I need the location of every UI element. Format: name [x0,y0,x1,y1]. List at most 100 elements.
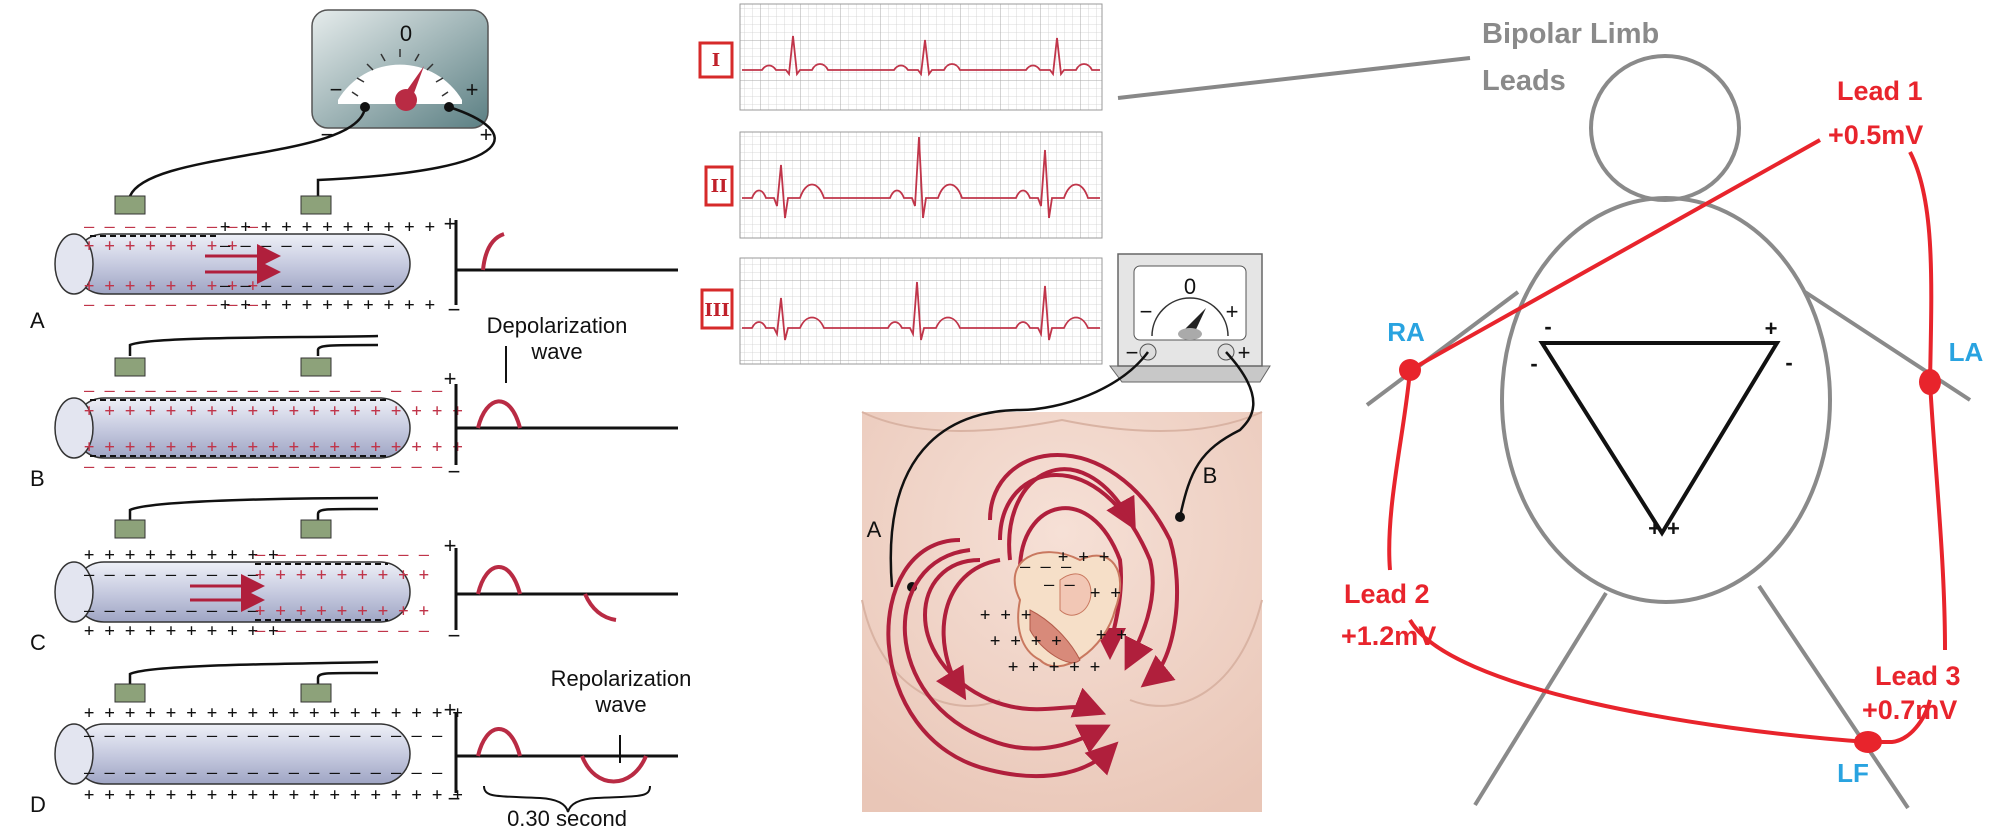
chest-lead-a: A [867,517,882,542]
svg-text:— — — — — — — — —: — — — — — — — — — [84,565,259,585]
svg-text:— — — — — — — — — — — — — — —: — — — — — — — — — — — — — — — — — — [84,381,443,401]
triangle-sign-top-right: + [1765,316,1778,341]
lead3-value: +0.7mV [1862,695,1957,725]
graph-a-plus: + [444,211,457,236]
graph-b-plus: + [444,366,457,391]
triangle-sign-top-left: - [1544,314,1551,339]
svg-text:— — — — — — — — —: — — — — — — — — — [255,545,430,565]
lead2-value: +1.2mV [1341,621,1436,651]
graph-b: + − Depolarization wave [444,313,678,484]
depolarization-label: Depolarization [487,313,628,338]
graph-c-plus: + [444,533,457,558]
meter-plus-label: + [466,77,479,102]
graph-b-minus: − [448,459,461,484]
fiber-row-c: + + + + + + + + + + — — — — — — — — — — … [30,496,430,655]
ra-label: RA [1387,317,1425,347]
lead-box-i: I [698,41,734,79]
svg-text:+ + + + +: + + + + + [1008,657,1100,677]
svg-text:+ + + + + + + + + + + + + + +: + + + + + + + + + + + + + + + + + + + [84,785,463,805]
svg-text:II: II [711,176,728,197]
ecg-trace-i [742,35,1100,77]
svg-text:— — — — — — — — —: — — — — — — — — — [220,236,395,256]
svg-text:— — — — — — — — —: — — — — — — — — — [84,601,259,621]
current-flow-arrows [886,453,1180,779]
svg-text:+ + + + + + + + +: + + + + + + + + + [255,565,429,585]
repolarization-wave-label: wave [594,692,646,717]
chest-meter-plus: + [1226,299,1239,324]
svg-text:— —: — — [1044,575,1075,595]
svg-text:+ + + + + + + + + +: + + + + + + + + + + [84,621,278,641]
row-letter-d: D [30,792,46,817]
ecg-strips: I II III [698,3,1103,365]
graph-d: + − Repolarization wave 0.30 second [444,666,692,831]
chest-lead-b: B [1203,463,1218,488]
svg-text:I: I [712,50,720,71]
lead-box-ii: II [704,165,734,207]
chest-meter-zero: 0 [1184,274,1196,299]
svg-text:+ + + + + + + + + +: + + + + + + + + + + [84,545,278,565]
row-letter-c: C [30,630,46,655]
svg-text:+ + +: + + + [1058,547,1109,567]
svg-text:+ + + + + + + + + + + + + + +: + + + + + + + + + + + + + + + + + + + [84,703,463,723]
lf-label: LF [1837,758,1869,788]
svg-text:III: III [704,300,729,321]
graph-c: + − [444,533,678,648]
svg-text:+ + + +: + + + + [990,631,1062,651]
fiber-panel: 0 − + − + — — — — — — — — — + + + + + + … [30,9,692,831]
svg-text:+ + +: + + + [980,605,1031,625]
svg-text:+ + + + + + + +: + + + + + + + + [84,236,238,256]
graph-d-minus: − [448,786,461,811]
svg-text:— — — — — — — — — — — — — — —: — — — — — — — — — — — — — — — — — — [84,726,443,746]
triangle-sign-left: - [1530,351,1537,376]
electrode-lf [1854,731,1882,753]
torso-outline [1500,196,1832,604]
lead2-name: Lead 2 [1344,579,1430,609]
svg-text:— — — — — — — — —: — — — — — — — — — [255,621,430,641]
svg-text:— — — — — — — — —: — — — — — — — — — [84,217,259,237]
svg-text:— — — — — — — — —: — — — — — — — — — [84,295,259,315]
svg-text:+ + + + + + + + + + + + + + +: + + + + + + + + + + + + + + + + + + + [84,437,463,457]
meter-minus-label: − [330,77,343,102]
lead3-name: Lead 3 [1875,661,1961,691]
electrode-ra [1399,359,1421,381]
galvanometer: 0 − + − + [128,9,496,197]
triangle-sign-bottom: + + [1648,516,1680,541]
chest-terminal-minus: − [1126,340,1139,365]
chest-panel: 0 − + − + A B [861,253,1271,812]
chest-meter-minus: − [1140,299,1153,324]
repolarization-label: Repolarization [551,666,692,691]
meter-zero-label: 0 [400,21,412,46]
ecg-trace-iii [742,281,1100,341]
lead1-value: +0.5mV [1828,120,1923,150]
einthoven-panel: Bipolar Limb Leads - + - - + + [1117,18,1984,810]
duration-label: 0.30 second [507,806,627,831]
callout-line [1117,56,1471,100]
lead-wires [1387,138,1947,744]
svg-text:+ + + + + + + + + + + + + + +: + + + + + + + + + + + + + + + + + + + [84,401,463,421]
electrode-minus-label: − [321,122,334,147]
graph-a-minus: − [448,297,461,322]
chest-galvanometer: 0 − + − + [1109,253,1271,383]
svg-text:+ + + + + + + + +: + + + + + + + + + [255,601,429,621]
fiber-row-b: — — — — — — — — — — — — — — — — — — + + … [30,334,463,491]
svg-text:+ +: + + [1096,625,1127,645]
einthoven-title-line2: Leads [1482,65,1566,97]
svg-text:— — —: — — — [1020,557,1072,577]
lead1-name: Lead 1 [1837,76,1923,106]
svg-text:— — — — — — — — — — — — — — —: — — — — — — — — — — — — — — — — — — [84,457,443,477]
row-letter-b: B [30,466,45,491]
ecg-trace-ii [742,136,1100,219]
einthoven-triangle [1538,341,1781,537]
fiber-row-a: — — — — — — — — — + + + + + + + + + + + … [30,195,435,333]
graph-d-plus: + [444,697,457,722]
svg-text:+ + + + + + + + + + +: + + + + + + + + + + + [220,295,435,315]
svg-text:+ +: + + [1090,583,1121,603]
row-letter-a: A [30,308,45,333]
graph-a: + − [444,211,678,322]
body-figure [1365,54,1972,810]
graph-c-minus: − [448,623,461,648]
svg-text:+ + + + + + + + +: + + + + + + + + + [84,276,258,296]
lead-box-iii: III [700,288,734,330]
svg-text:+ + + + + + + + + + +: + + + + + + + + + + + [220,217,435,237]
